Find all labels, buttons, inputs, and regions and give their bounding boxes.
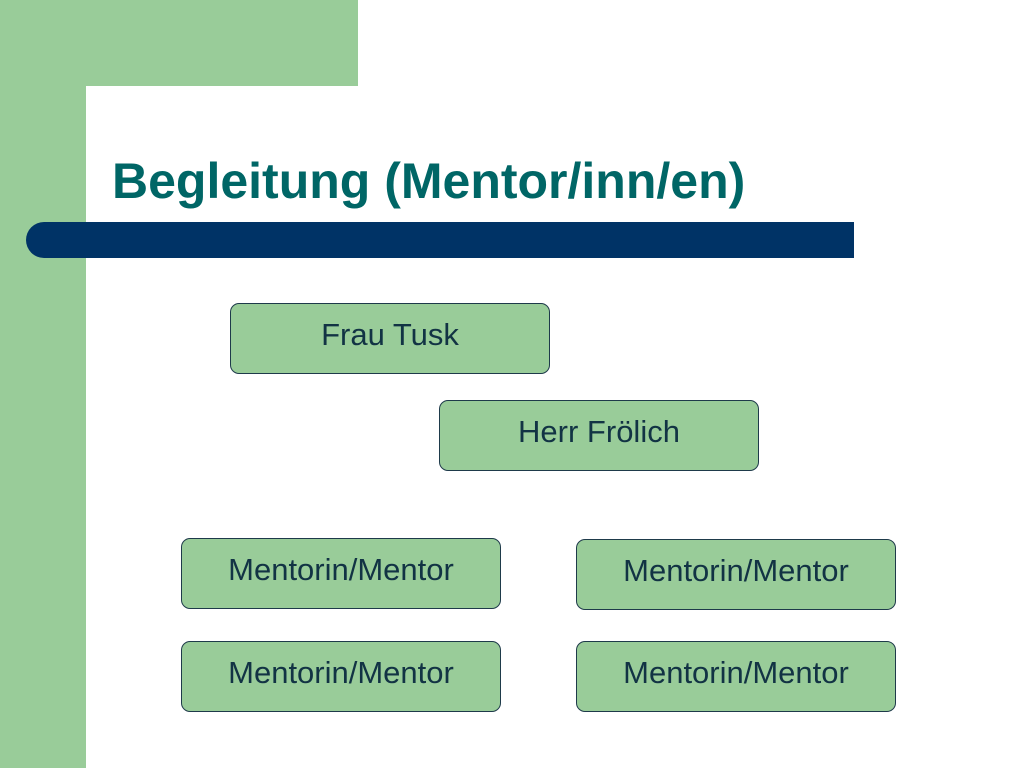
box-mentor-1: Mentorin/Mentor [181, 538, 501, 609]
title-underline-bar [26, 222, 854, 258]
top-green-block [0, 0, 358, 86]
slide-title: Begleitung (Mentor/inn/en) [112, 153, 746, 209]
left-green-band [0, 0, 86, 768]
box-mentor-2: Mentorin/Mentor [576, 539, 896, 610]
box-herr-froelich: Herr Frölich [439, 400, 759, 471]
box-mentor-4: Mentorin/Mentor [576, 641, 896, 712]
box-frau-tusk: Frau Tusk [230, 303, 550, 374]
box-mentor-3: Mentorin/Mentor [181, 641, 501, 712]
